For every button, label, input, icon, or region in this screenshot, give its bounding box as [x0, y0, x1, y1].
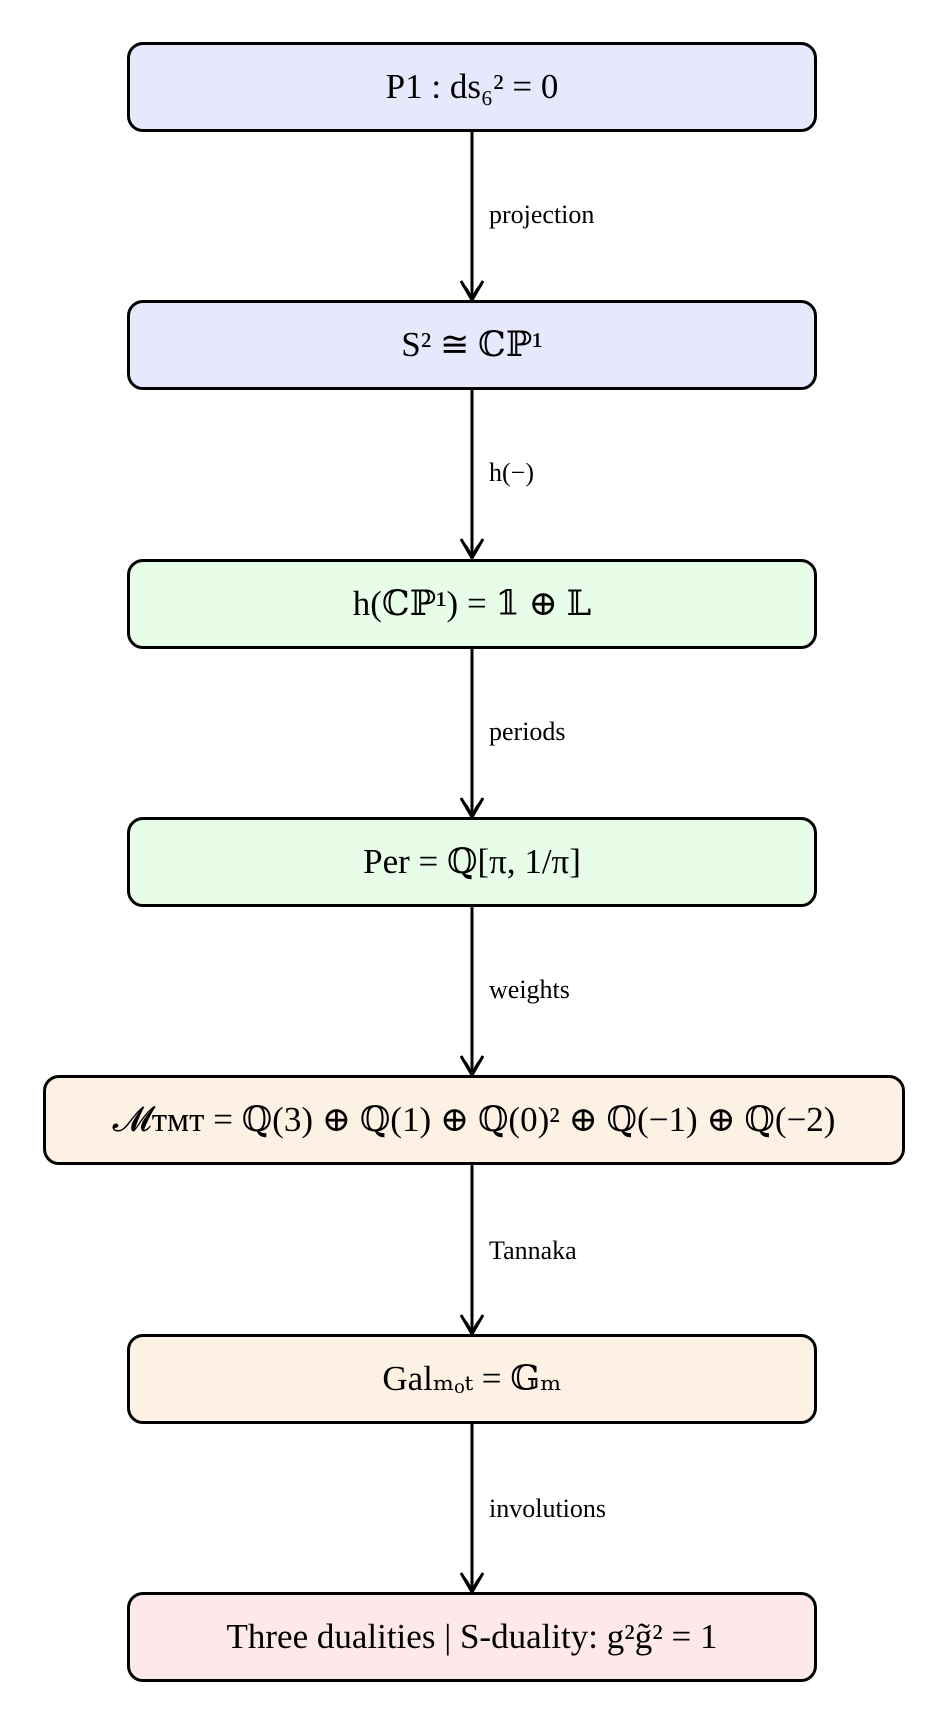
- node-motivic-galois-label: Galₘₒₜ = 𝔾ₘ: [382, 1359, 562, 1398]
- edge-label-h: h(−): [489, 458, 534, 487]
- node-sphere-cp1-label: S² ≅ ℂℙ¹: [401, 325, 543, 364]
- node-m-tmt-label: 𝓜ᴛᴍᴛ = ℚ(3) ⊕ ℚ(1) ⊕ ℚ(0)² ⊕ ℚ(−1) ⊕ ℚ(−…: [112, 1100, 836, 1139]
- edge-label-tannaka: Tannaka: [489, 1236, 577, 1265]
- node-motive-cp1: h(ℂℙ¹) = 𝟙 ⊕ 𝕃: [127, 559, 817, 649]
- node-p1-metric-label: P1 : ds₆² = 0: [385, 67, 559, 106]
- node-m-tmt: 𝓜ᴛᴍᴛ = ℚ(3) ⊕ ℚ(1) ⊕ ℚ(0)² ⊕ ℚ(−1) ⊕ ℚ(−…: [43, 1075, 905, 1165]
- edge-label-periods: periods: [489, 717, 566, 746]
- node-sphere-cp1: S² ≅ ℂℙ¹: [127, 300, 817, 390]
- node-periods: Per = ℚ[π, 1/π]: [127, 817, 817, 907]
- node-three-dualities: Three dualities | S-duality: g²g̃² = 1: [127, 1592, 817, 1682]
- node-periods-label: Per = ℚ[π, 1/π]: [363, 842, 581, 881]
- node-motivic-galois: Galₘₒₜ = 𝔾ₘ: [127, 1334, 817, 1424]
- node-motive-cp1-label: h(ℂℙ¹) = 𝟙 ⊕ 𝕃: [352, 584, 592, 623]
- edge-label-projection: projection: [489, 200, 595, 229]
- node-three-dualities-label: Three dualities | S-duality: g²g̃² = 1: [226, 1617, 718, 1656]
- edge-label-weights: weights: [489, 975, 570, 1004]
- node-p1-metric: P1 : ds₆² = 0: [127, 42, 817, 132]
- edge-label-involutions: involutions: [489, 1494, 607, 1523]
